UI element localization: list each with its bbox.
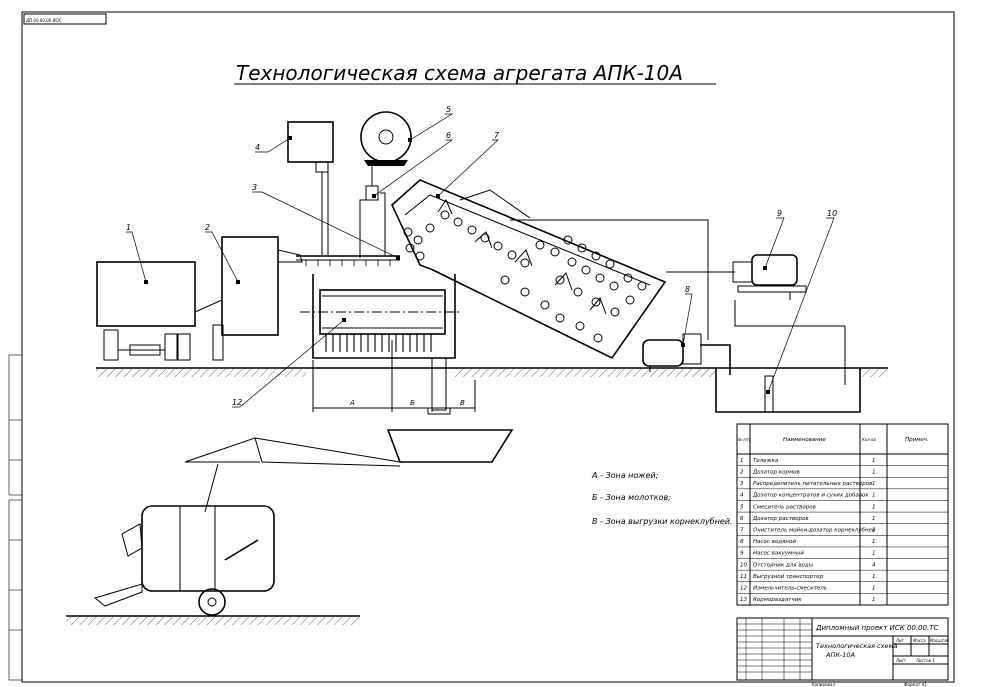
dim-label-b: Б — [410, 399, 415, 407]
title-block-name-2: АПК-10А — [825, 651, 855, 659]
spec-row-num: 2 — [740, 469, 744, 475]
vacuum-pump-9 — [732, 254, 807, 300]
dimension-lines — [312, 340, 476, 412]
spec-row-name: Дозатор растворов — [752, 516, 809, 522]
distribution-pipe-3 — [296, 255, 400, 266]
dim-label-v: В — [460, 399, 465, 407]
title-block — [736, 617, 949, 681]
spec-row-qty: 1 — [872, 551, 876, 557]
title-block-col-lit: Лит — [895, 638, 905, 643]
ground-line — [96, 367, 888, 377]
spec-row-name: Выгрузной транспортер — [753, 574, 824, 580]
callout-3: 3 — [252, 183, 257, 192]
zone-legend-b: Б - Зона молотков; — [592, 493, 671, 502]
spec-header-note: Примеч. — [905, 437, 929, 443]
callout-5: 5 — [446, 105, 451, 114]
spec-row-qty: 4 — [872, 562, 876, 568]
spec-row-num: 4 — [740, 493, 744, 499]
washer-dispenser-7 — [391, 179, 667, 360]
callout-8: 8 — [685, 285, 690, 294]
leader-lines — [126, 113, 835, 408]
spec-row-num: 6 — [740, 516, 744, 522]
spec-row-qty: 1 — [872, 469, 876, 475]
callout-10: 10 — [827, 209, 837, 218]
spec-row-num: 10 — [740, 562, 747, 568]
title-block-col-scale: Масштаб — [930, 638, 950, 643]
zone-legend-v: В - Зона выгрузки корнеклубней. — [592, 517, 733, 526]
spec-row-num: 11 — [740, 574, 747, 580]
dim-label-a: А — [349, 399, 355, 407]
doc-code-box — [23, 13, 107, 25]
callout-12: 12 — [232, 398, 242, 407]
footer-copied: Копировал — [812, 682, 835, 687]
spec-row-num: 8 — [740, 539, 744, 545]
spec-row-name: Смеситель растворов — [753, 504, 816, 510]
water-piping — [510, 219, 846, 385]
spec-header-qty: Кол-во — [862, 437, 877, 442]
feed-dispenser-2 — [194, 236, 303, 361]
solution-dispenser-6 — [359, 166, 386, 258]
title-block-sheet: Лист — [895, 658, 907, 663]
chopper-mixer-12 — [300, 274, 460, 415]
spec-row-qty: 1 — [872, 539, 876, 545]
spec-row-num: 5 — [740, 504, 744, 510]
footer-format: Формат А1 — [904, 682, 927, 687]
title-block-project: Дипломный проект ИСК 00.00.ТС — [815, 624, 939, 632]
spec-row-qty: 1 — [872, 504, 876, 510]
callout-4: 4 — [255, 143, 260, 152]
title-block-col-mass: Масса — [913, 638, 926, 643]
spec-row-num: 7 — [740, 528, 744, 534]
spec-row-qty: 1 — [872, 481, 876, 487]
spec-row-qty: 1 — [872, 458, 876, 464]
spec-row-num: 1 — [740, 458, 744, 464]
spec-row-name: Отстойник для воды — [753, 562, 814, 568]
spec-header-name: Наименование — [783, 437, 826, 443]
callout-2: 2 — [205, 223, 210, 232]
spec-row-name: Кормораздатчик — [753, 597, 802, 603]
spec-row-name: Распределитель питательных растворов — [753, 481, 872, 487]
spec-row-name: Измельчитель-смеситель — [753, 586, 827, 592]
callout-9: 9 — [777, 209, 782, 218]
solution-mixer-5 — [360, 111, 412, 166]
spec-row-name: Насос водяной — [753, 539, 796, 545]
spec-row-qty: 1 — [872, 597, 876, 603]
spec-row-name: Дозатор кормов — [752, 469, 800, 475]
drawing-title: Технологическая схема агрегата АПК-10А — [236, 61, 683, 85]
callout-7: 7 — [494, 131, 500, 140]
leader-dots — [144, 136, 770, 394]
spec-row-qty: 1 — [872, 586, 876, 592]
unloading-conveyor-11 — [184, 429, 514, 513]
spec-row-num: 13 — [740, 597, 747, 603]
spec-row-qty: 1 — [872, 574, 876, 580]
doc-code-rotated: ДП 00.00.00 ИСК — [25, 18, 61, 23]
spec-row-qty: 1 — [872, 493, 876, 499]
spec-row-name: Очиститель мойки-дозатор корнеклубней — [753, 528, 876, 534]
spec-row-num: 12 — [740, 586, 747, 592]
zone-legend-a: А - Зона ножей; — [591, 471, 659, 480]
spec-row-num: 3 — [740, 481, 744, 487]
concentrate-dispenser-4 — [287, 121, 334, 255]
settling-tank-10 — [715, 368, 861, 413]
callout-6: 6 — [446, 131, 451, 140]
spec-header-num: № п/п — [737, 437, 750, 442]
spec-row-qty: 1 — [872, 528, 876, 534]
spec-row-name: Насос вакуумный — [753, 551, 804, 557]
left-margin-strips — [8, 354, 23, 681]
spec-row-name: Тележка — [753, 458, 779, 464]
title-block-name-1: Технологическая схема — [816, 642, 897, 650]
title-block-sheets: Листов 1 — [915, 658, 935, 663]
spec-row-num: 9 — [740, 551, 744, 557]
spec-row-qty: 1 — [872, 516, 876, 522]
callout-1: 1 — [126, 223, 131, 232]
wagon-1 — [96, 261, 196, 361]
spec-row-name: Дозатор концентратов и сухих добавок — [752, 493, 869, 499]
sheet-border — [21, 11, 955, 683]
feed-distributor-13 — [66, 505, 360, 625]
water-pump-8 — [642, 333, 702, 372]
